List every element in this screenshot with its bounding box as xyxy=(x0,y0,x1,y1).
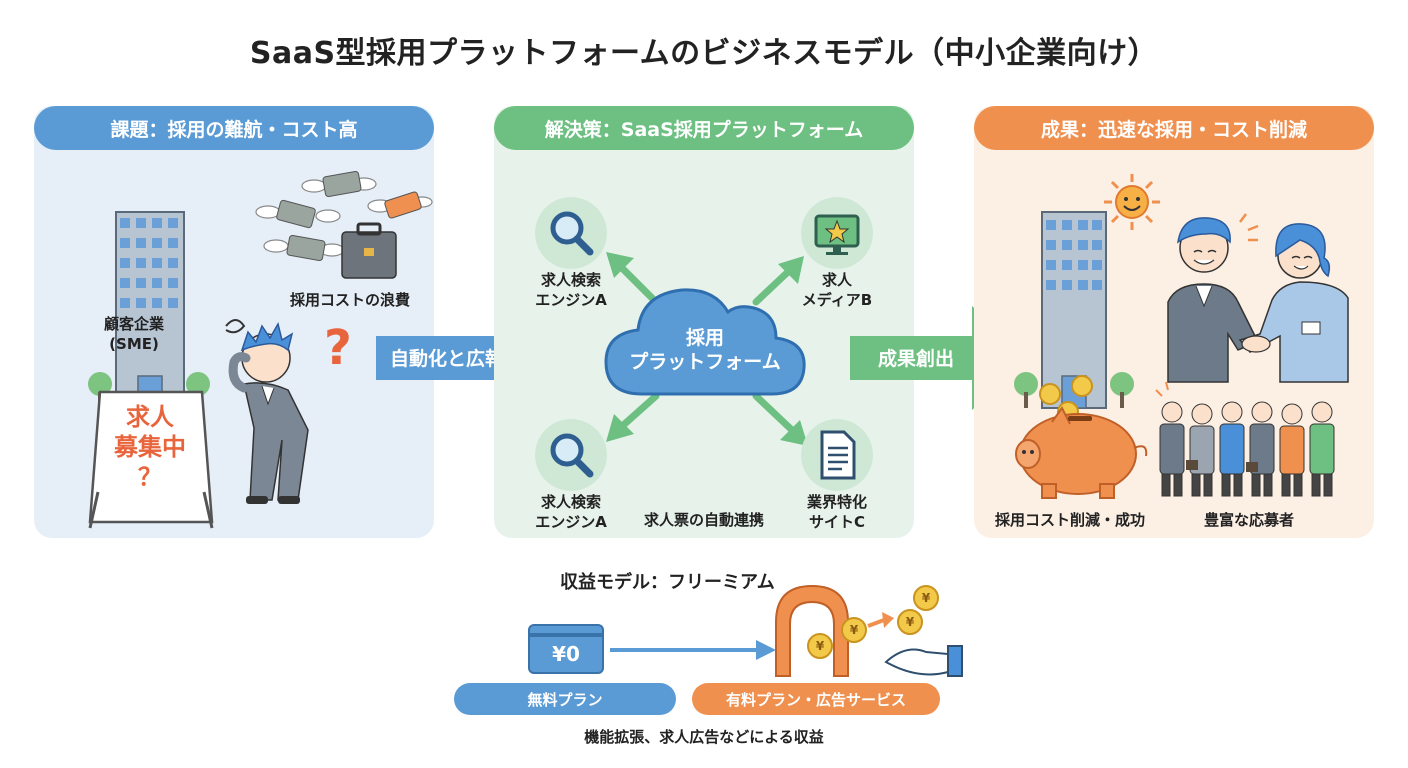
job-sync-label: 求人票の自動連携 xyxy=(643,511,764,529)
free-card-icon: ¥0 xyxy=(528,624,604,674)
solution-header: 解決策：SaaS採用プラットフォーム xyxy=(494,106,914,150)
job-media-monitor-icon xyxy=(801,197,873,269)
automation-arrow-label: 自動化と広報 xyxy=(390,348,505,370)
free-plan-pill: 無料プラン xyxy=(454,683,676,715)
revenue-model-title: 収益モデル：フリーミアム xyxy=(560,572,775,593)
company-building-icon xyxy=(88,211,210,409)
free-to-paid-arrow xyxy=(610,640,776,660)
cost-reduction-label: 採用コスト削減・成功 xyxy=(994,511,1145,529)
node-industry-site-c: 業界特化 サイトC xyxy=(806,493,867,531)
cloud-platform-label: 採用 プラットフォーム xyxy=(629,327,781,373)
solution-panel: 解決策：SaaS採用プラットフォーム 採用 プラットフォーム 求人検索 エンジン… xyxy=(494,106,914,538)
stressed-person-icon xyxy=(225,319,309,504)
recruit-sign-text: 求人 募集中 ？ xyxy=(114,403,186,491)
handshake-people-icon xyxy=(1167,213,1349,383)
search-engine-icon xyxy=(535,419,607,491)
company-building-icon xyxy=(1014,211,1134,409)
waste-label: 採用コストの浪費 xyxy=(289,291,410,309)
applicants-label: 豊富な応募者 xyxy=(1203,511,1294,529)
paid-gate-coins-icon: ¥ ¥ ¥ ¥ xyxy=(775,584,963,677)
node-job-media-b: 求人 メディアB xyxy=(801,271,873,309)
results-arrow-label: 成果創出 xyxy=(878,348,955,370)
problem-panel: 課題：採用の難航・コスト高 顧客企業 (SME) 採用コストの xyxy=(34,106,434,538)
result-header: 成果：迅速な採用・コスト削減 xyxy=(974,106,1374,150)
applicants-crowd-icon xyxy=(1155,381,1335,497)
search-engine-icon xyxy=(535,197,607,269)
result-panel: 成果：迅速な採用・コスト削減 xyxy=(974,106,1374,538)
coin-symbol: ¥ xyxy=(922,591,931,605)
company-label: 顧客企業 (SME) xyxy=(103,315,164,353)
revenue-caption: 機能拡張、求人広告などによる収益 xyxy=(584,728,824,746)
industry-site-document-icon xyxy=(801,419,873,491)
cloud-platform-icon xyxy=(604,288,806,396)
piggy-bank-icon xyxy=(1015,375,1148,499)
coin-symbol: ¥ xyxy=(906,615,915,629)
page-title: SaaS型採用プラットフォームのビジネスモデル（中小企業向け） xyxy=(249,36,1159,71)
node-search-engine-a-top: 求人検索 エンジンA xyxy=(535,271,607,309)
node-search-engine-a-bottom: 求人検索 エンジンA xyxy=(535,493,607,531)
sun-icon xyxy=(1104,174,1160,230)
flying-money-icon xyxy=(255,171,433,279)
question-mark: ? xyxy=(324,320,352,376)
recruit-sign-board-icon xyxy=(88,390,214,529)
problem-header: 課題：採用の難航・コスト高 xyxy=(34,106,434,150)
platform-connection-arrows xyxy=(606,252,808,446)
coin-symbol: ¥ xyxy=(850,623,859,637)
paid-plan-pill: 有料プラン・広告サービス xyxy=(692,683,940,715)
card-value: ¥0 xyxy=(552,642,580,666)
coin-symbol: ¥ xyxy=(816,639,825,653)
